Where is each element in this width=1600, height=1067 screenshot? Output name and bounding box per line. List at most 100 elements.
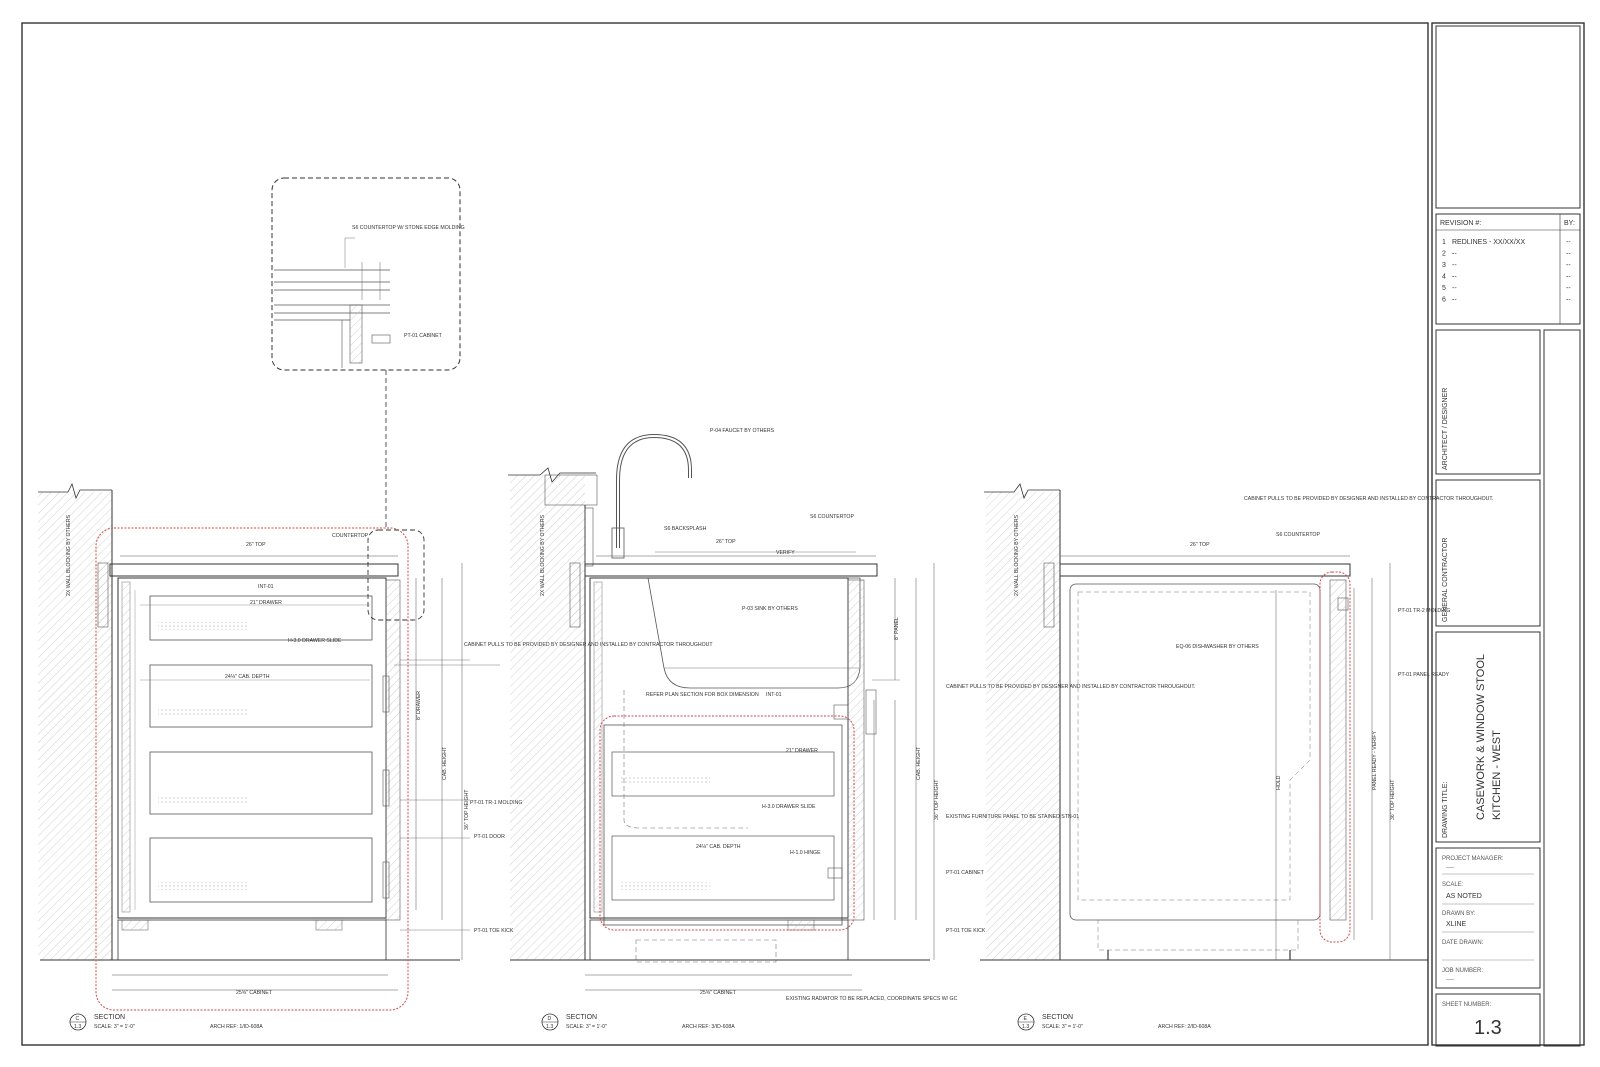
e-title: SECTION: [1042, 1014, 1073, 1021]
d-verify: VERIFY: [776, 550, 795, 556]
e-tag-letter: E: [1024, 1016, 1028, 1022]
revision-by-5: --: [1566, 285, 1571, 292]
section-e: 2X WALL BLOCKING BY OTHERS CABINET PULLS…: [980, 483, 1493, 1031]
revision-row-6: 6: [1442, 297, 1446, 304]
revision-row-5: 5: [1442, 285, 1446, 292]
scale-label: SCALE:: [1442, 882, 1464, 888]
e-panel: PT-01 PANEL READY: [1398, 672, 1450, 678]
drawing-title-label: DRAWING TITLE:: [1442, 782, 1449, 838]
title-block-border: [1431, 22, 1585, 1046]
d-depth: 24⅛" CAB. DEPTH: [696, 844, 741, 850]
e-panelready: PANEL READY - VERIFY: [1372, 730, 1378, 790]
c-tag-sheet: 1.3: [74, 1024, 81, 1030]
e-countertop: S6 COUNTERTOP: [1276, 532, 1320, 538]
date-label: DATE DRAWN:: [1442, 940, 1484, 946]
e-topheight: 36" TOP HEIGHT: [1390, 779, 1396, 820]
c-int: INT-01: [258, 584, 274, 590]
drawn-by-value: XLINE: [1446, 921, 1467, 928]
c-depth: 24⅛" CAB. DEPTH: [225, 674, 270, 680]
d-blocking: 2X WALL BLOCKING BY OTHERS: [540, 514, 546, 596]
dishwasher-outline: [1069, 583, 1321, 921]
revision-by-1: --: [1566, 239, 1571, 246]
c-top: 26" TOP: [246, 542, 266, 548]
revision-text-4: --: [1452, 274, 1457, 281]
revision-table: [1435, 213, 1581, 325]
sink-outline: [647, 577, 861, 689]
c-ref: ARCH REF: 1/ID-608A: [210, 1024, 263, 1030]
section-d: 2X WALL BLOCKING BY OTHERS P-04 FAUCET B…: [508, 428, 1195, 1031]
d-title: SECTION: [566, 1014, 597, 1021]
d-int: INT-01: [766, 692, 782, 698]
c-molding: PT-01 TR-1 MOLDING: [470, 800, 522, 806]
e-blocking: 2X WALL BLOCKING BY OTHERS: [1014, 514, 1020, 596]
revision-header: REVISION #:: [1440, 220, 1481, 227]
revision-row-2: 2: [1442, 251, 1446, 258]
c-toekick: PT-01 TOE KICK: [474, 928, 514, 934]
d-slide: H-3.0 DRAWER SLIDE: [762, 804, 816, 810]
scale-value: AS NOTED: [1446, 893, 1482, 900]
detail-stone-label: S6 COUNTERTOP W/ STONE EDGE MOLDING: [352, 225, 465, 231]
c-door: PT-01 DOOR: [474, 834, 505, 840]
c-drawer-vertical: 8" DRAWER: [416, 691, 422, 720]
sheet-label: SHEET NUMBER:: [1442, 1002, 1492, 1008]
e-ref: ARCH REF: 2/ID-608A: [1158, 1024, 1211, 1030]
drawing-title-line2: KITCHEN - WEST: [1491, 730, 1503, 820]
d-hinge: H-1.0 HINGE: [790, 850, 821, 856]
e-hold: HOLD: [1276, 775, 1282, 790]
d-cab: PT-01 CABINET: [946, 870, 985, 876]
by-header: BY:: [1564, 220, 1575, 227]
pm-label: PROJECT MANAGER:: [1442, 856, 1504, 862]
c-blocking: 2X WALL BLOCKING BY OTHERS: [66, 514, 72, 596]
e-molding: PT-01 TR-2 MOLDING: [1398, 608, 1450, 614]
architect-label: ARCHITECT / DESIGNER: [1442, 388, 1449, 470]
e-scale: SCALE: 3" = 1'-0": [1042, 1024, 1083, 1030]
drawing-title-line1: CASEWORK & WINDOW STOOL: [1475, 654, 1487, 820]
c-tag-letter: C: [76, 1016, 80, 1022]
e-pulls: CABINET PULLS TO BE PROVIDED BY DESIGNER…: [1244, 496, 1493, 502]
c-drawer: 21" DRAWER: [250, 600, 282, 606]
drawing-border: [21, 22, 1429, 1046]
c-slide: H-3.0 DRAWER SLIDE: [288, 638, 342, 644]
revision-text-3: --: [1452, 262, 1457, 269]
revision-text-5: --: [1452, 285, 1457, 292]
d-cabheight: CAB. HEIGHT: [916, 746, 922, 780]
revision-row-1: 1: [1442, 239, 1446, 246]
c-title: SECTION: [94, 1014, 125, 1021]
e-top: 26" TOP: [1190, 542, 1210, 548]
revision-text-2: --: [1452, 251, 1457, 258]
job-value: ----: [1446, 977, 1454, 983]
edge-detail: S6 COUNTERTOP W/ STONE EDGE MOLDING PT-0…: [271, 177, 465, 530]
d-radiator: EXISTING RADIATOR TO BE REPLACED, COORDI…: [786, 996, 958, 1002]
revision-by-6: --: [1566, 297, 1571, 304]
d-sink: P-03 SINK BY OTHERS: [742, 606, 798, 612]
d-faucet: P-04 FAUCET BY OTHERS: [710, 428, 775, 434]
revision-by-2: --: [1566, 251, 1571, 258]
d-countertop: S6 COUNTERTOP: [810, 514, 854, 520]
d-tag-letter: D: [548, 1016, 552, 1022]
job-label: JOB NUMBER:: [1442, 968, 1483, 974]
revision-by-3: --: [1566, 262, 1571, 269]
section-c: 2X WALL BLOCKING BY OTHERS 26" TOP COUNT…: [38, 482, 713, 1031]
contractor-label: GENERAL CONTRACTOR: [1442, 538, 1449, 622]
revision-text-6: --: [1452, 297, 1457, 304]
c-pulls: CABINET PULLS TO BE PROVIDED BY DESIGNER…: [464, 642, 713, 648]
drawn-by-label: DRAWN BY:: [1442, 911, 1476, 917]
d-topheight: 36" TOP HEIGHT: [934, 779, 940, 820]
revision-text-1: REDLINES - XX/XX/XX: [1452, 239, 1525, 246]
e-dishwasher: EQ-06 DISHWASHER BY OTHERS: [1176, 644, 1259, 650]
revision-row-3: 3: [1442, 262, 1446, 269]
c-cabheight: CAB. HEIGHT: [442, 746, 448, 780]
d-tag-sheet: 1.3: [546, 1024, 553, 1030]
c-scale: SCALE: 3" = 1'-0": [94, 1024, 135, 1030]
c-topheight: 36" TOP HEIGHT: [464, 789, 470, 830]
sheet-number: 1.3: [1474, 1017, 1502, 1039]
c-countertop: COUNTERTOP: [332, 533, 369, 539]
d-pulls: CABINET PULLS TO BE PROVIDED BY DESIGNER…: [946, 684, 1195, 690]
d-top: 26" TOP: [716, 539, 736, 545]
d-refer: REFER PLAN SECTION FOR BOX DIMENSION: [646, 692, 759, 698]
revision-row-4: 4: [1442, 274, 1446, 281]
d-ref: ARCH REF: 3/ID-608A: [682, 1024, 735, 1030]
c-cabinet: 25⅝" CABINET: [236, 990, 273, 996]
